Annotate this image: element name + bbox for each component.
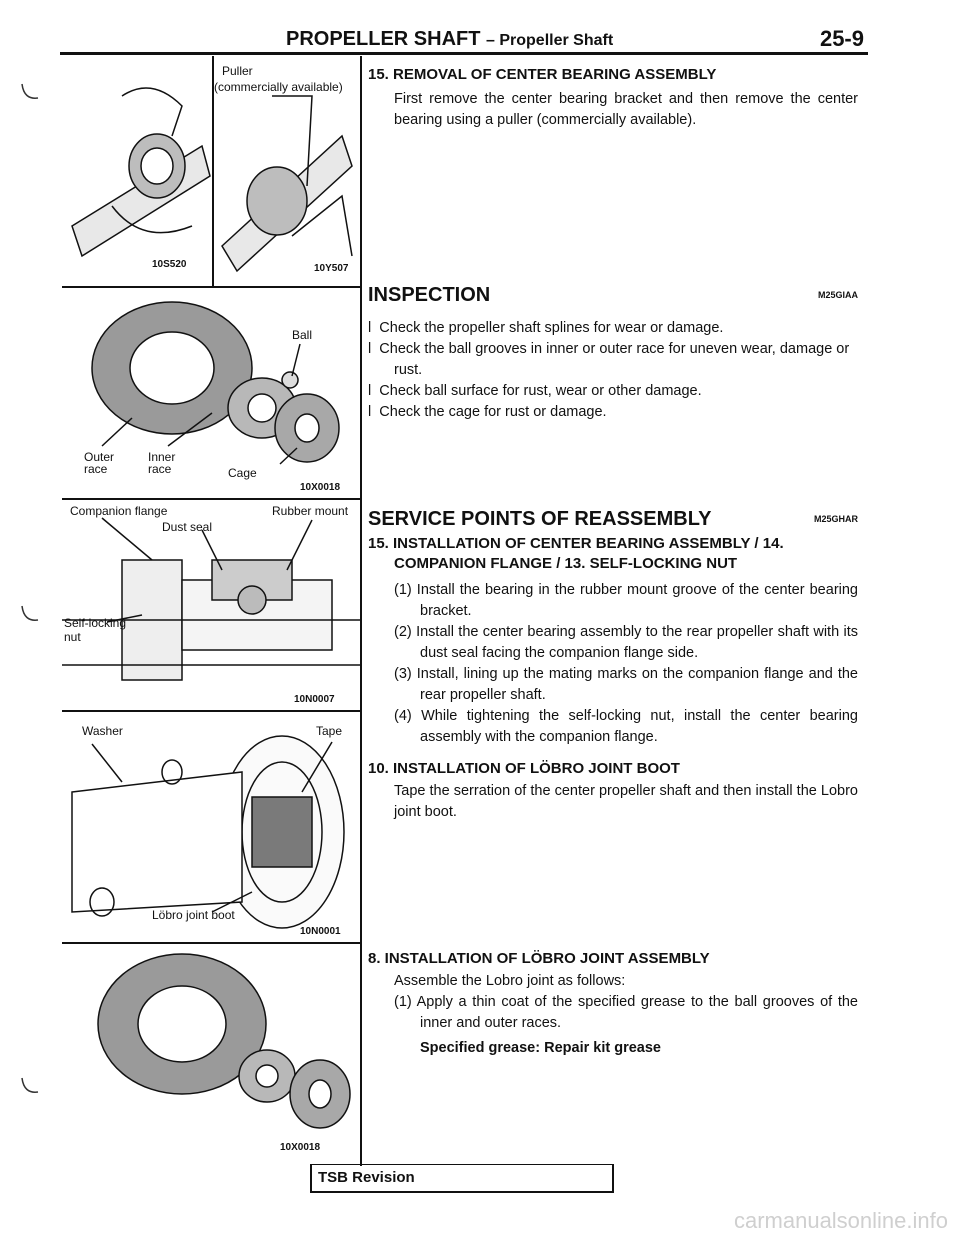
binding-mark — [21, 605, 39, 621]
list-item-text: Check the ball grooves in inner or outer… — [379, 341, 850, 378]
page-title: PROPELLER SHAFT – Propeller Shaft — [286, 28, 613, 51]
step-item: (1) Install the bearing in the rubber mo… — [394, 582, 858, 619]
inspection-title: INSPECTION — [368, 284, 491, 306]
watermark: carmanualsonline.info — [733, 1208, 948, 1233]
step-10: 10. INSTALLATION OF LÖBRO JOINT BOOT Tap… — [368, 760, 858, 823]
figure-column: Puller (commercially available) 10S520 1… — [62, 56, 362, 1166]
list-item-text: Check the cage for rust or damage. — [379, 404, 607, 420]
step-heading: 15. INSTALLATION OF CENTER BEARING ASSEM… — [368, 535, 784, 572]
figure-grease: 10X0018 — [62, 944, 360, 1166]
figure-id: 10X0018 — [280, 1142, 321, 1153]
figure-joint-parts: Ball Outer race Inner race Cage 10X0018 — [62, 288, 360, 500]
center-bearing-illustration — [62, 517, 360, 681]
step-item: (4) While tightening the self-locking nu… — [394, 708, 858, 745]
step-item: (3) Install, lining up the mating marks … — [394, 666, 858, 703]
figure-divider — [212, 56, 214, 286]
page-header: PROPELLER SHAFT – Propeller Shaft 25-9 — [60, 26, 868, 54]
tape-label: Tape — [316, 724, 343, 738]
companion-flange-label: Companion flange — [70, 504, 168, 518]
section-subtitle: – Propeller Shaft — [486, 32, 614, 49]
service-points-heading: SERVICE POINTS OF REASSEMBLY M25GHAR — [368, 508, 858, 531]
self-locking-nut-label: Self-locking — [64, 616, 127, 630]
section-code: M25GHAR — [813, 514, 858, 524]
section-title: PROPELLER SHAFT — [286, 28, 481, 50]
header-rule — [60, 52, 868, 55]
figure-id: 10N0001 — [300, 926, 341, 937]
figure-center-bearing: Companion flange Rubber mount Dust seal … — [62, 500, 360, 712]
list-item-text: Check the propeller shaft splines for we… — [379, 320, 724, 336]
list-item: l Check the propeller shaft splines for … — [368, 320, 724, 336]
page-number: 25-9 — [819, 26, 864, 51]
figure-id: 10N0007 — [294, 694, 335, 705]
figure-id: 10Y507 — [314, 263, 349, 274]
inner-race-label: race — [148, 462, 172, 476]
tsb-revision-box: TSB Revision — [310, 1164, 614, 1193]
step-item: (2) Install the center bearing assembly … — [394, 624, 858, 661]
section-code: M25GIAA — [817, 290, 858, 300]
ball-label: Ball — [292, 328, 313, 342]
figure-puller: Puller (commercially available) 10S520 1… — [62, 56, 360, 288]
inspection-list: l Check the propeller shaft splines for … — [368, 318, 858, 423]
step-15-installation: 15. INSTALLATION OF CENTER BEARING ASSEM… — [368, 534, 858, 748]
step-item: (1) Apply a thin coat of the specified g… — [394, 994, 858, 1031]
outer-race-label: race — [84, 462, 108, 476]
step-heading: 8. INSTALLATION OF LÖBRO JOINT ASSEMBLY — [368, 950, 710, 967]
washer-label: Washer — [82, 724, 123, 738]
step-body: Assemble the Lobro joint as follows: — [394, 973, 626, 989]
figure-id: 10X0018 — [300, 482, 341, 493]
self-locking-nut-label: nut — [64, 630, 81, 644]
puller-label: Puller — [222, 64, 253, 78]
cage-label: Cage — [228, 466, 257, 480]
inner-race-label: Inner — [148, 450, 176, 464]
step-heading: 10. INSTALLATION OF LÖBRO JOINT BOOT — [368, 760, 680, 777]
figure-id: 10S520 — [152, 259, 187, 270]
grease-spec: Specified grease: Repair kit grease — [420, 1040, 661, 1056]
step-body: First remove the center bearing bracket … — [394, 91, 858, 128]
step-body: Tape the serration of the center propell… — [394, 783, 858, 820]
list-item-text: Check ball surface for rust, wear or oth… — [379, 383, 702, 399]
list-item: l Check the ball grooves in inner or out… — [368, 341, 850, 378]
rubber-mount-label: Rubber mount — [272, 504, 349, 518]
binding-mark — [21, 83, 39, 99]
lobro-boot-label: Löbro joint boot — [152, 908, 235, 922]
list-item: l Check the cage for rust or damage. — [368, 404, 607, 420]
grease-illustration — [97, 953, 351, 1129]
joint-parts-illustration — [91, 301, 340, 465]
tsb-label: TSB Revision — [318, 1169, 415, 1186]
step-8: 8. INSTALLATION OF LÖBRO JOINT ASSEMBLY … — [368, 950, 858, 1059]
puller-illustration — [71, 87, 353, 273]
dust-seal-label: Dust seal — [162, 520, 213, 534]
service-title: SERVICE POINTS OF REASSEMBLY — [368, 508, 712, 530]
list-item: l Check ball surface for rust, wear or o… — [368, 383, 702, 399]
binding-mark — [21, 1077, 39, 1093]
step-15-removal: 15. REMOVAL OF CENTER BEARING ASSEMBLY F… — [368, 66, 858, 131]
step-heading: 15. REMOVAL OF CENTER BEARING ASSEMBLY — [368, 66, 717, 83]
puller-note-label: (commercially available) — [214, 80, 343, 94]
inspection-heading: INSPECTION M25GIAA — [368, 284, 858, 307]
figure-boot-tape: Washer Tape Löbro joint boot 10N0001 — [62, 712, 360, 944]
boot-tape-illustration — [71, 735, 345, 929]
outer-race-label: Outer — [84, 450, 115, 464]
